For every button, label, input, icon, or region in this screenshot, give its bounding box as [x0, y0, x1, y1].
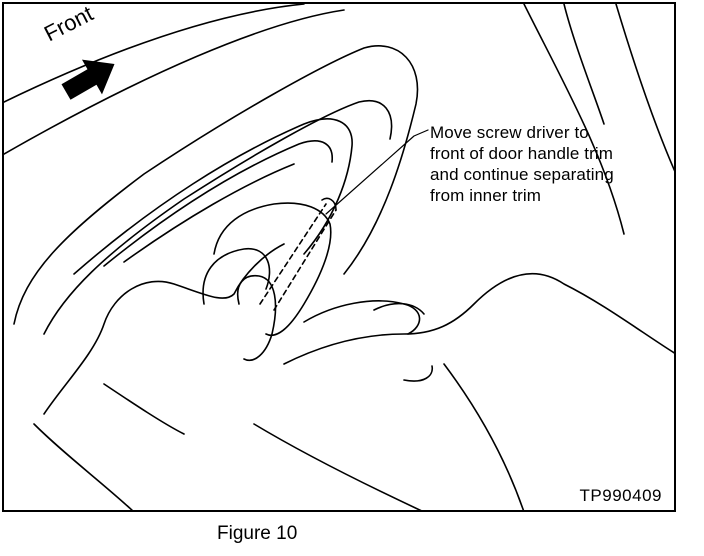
screwdriver-hidden: [259, 203, 327, 305]
finger: [237, 275, 277, 361]
sleeve: [253, 423, 422, 510]
handle-lever: [123, 163, 295, 263]
arrow-right-icon: [61, 59, 115, 100]
trim-bezel-outer: [13, 45, 419, 325]
finger-right: [303, 300, 421, 335]
finger: [202, 248, 271, 305]
callout-leader: [325, 129, 429, 215]
sleeve-fold: [403, 365, 433, 382]
wrist: [33, 423, 134, 510]
wrist: [103, 383, 185, 435]
door-panel-edge-inner: [4, 9, 345, 155]
thumb: [213, 202, 332, 336]
fabric-fold: [563, 4, 605, 125]
fabric-fold: [615, 4, 674, 172]
figure-frame: Front Move screw driver to front of door…: [2, 2, 676, 512]
fabric-fold: [523, 4, 625, 235]
door-panel-edge: [4, 4, 305, 103]
trim-bezel-inner: [43, 100, 393, 335]
callout-instruction: Move screw driver to front of door handl…: [430, 123, 614, 205]
handle-recess-inner: [103, 140, 333, 267]
sleeve: [443, 363, 525, 510]
screwdriver-tip: [321, 197, 337, 211]
figure-code: TP990409: [579, 486, 662, 505]
door-handle-illustration: [4, 4, 674, 510]
screwdriver-hidden: [273, 209, 337, 311]
figure-caption: Figure 10: [217, 523, 298, 544]
handle-recess: [73, 118, 353, 275]
finger-right: [373, 302, 425, 315]
hand-outline-right: [283, 272, 674, 365]
